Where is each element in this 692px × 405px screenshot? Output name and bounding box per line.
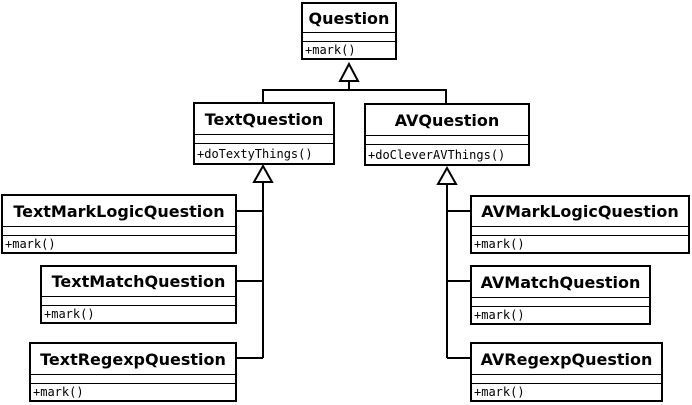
- class-name: AVRegexpQuestion: [480, 349, 653, 369]
- class-name: TextMarkLogicQuestion: [13, 201, 225, 221]
- method: +mark(): [5, 237, 56, 251]
- method: +mark(): [474, 308, 525, 322]
- class-name: TextRegexpQuestion: [40, 349, 226, 369]
- class-text-regexp-question: TextRegexpQuestion +mark(): [29, 342, 237, 402]
- attributes-compartment: [3, 226, 235, 236]
- attributes-compartment: [472, 226, 688, 236]
- edge-textquestion-question: [262, 89, 349, 103]
- class-name: TextQuestion: [204, 109, 324, 129]
- method: +mark(): [305, 43, 356, 57]
- class-av-regexp-question: AVRegexpQuestion +mark(): [470, 342, 663, 402]
- method: +mark(): [474, 385, 525, 399]
- class-av-match-question: AVMatchQuestion +mark(): [470, 265, 651, 325]
- attributes-compartment: [366, 135, 528, 145]
- class-text-match-question: TextMatchQuestion +mark(): [40, 265, 237, 324]
- class-name: Question: [308, 8, 390, 28]
- class-name: AVQuestion: [394, 110, 500, 130]
- attributes-compartment: [31, 374, 235, 384]
- class-name: TextMatchQuestion: [51, 272, 226, 291]
- method: +mark(): [44, 307, 95, 321]
- class-av-mark-logic-question: AVMarkLogicQuestion +mark(): [470, 195, 690, 254]
- attributes-compartment: [472, 374, 661, 384]
- edge-avquestion-question: [349, 89, 447, 104]
- attributes-compartment: [472, 297, 649, 307]
- method: +doCleverAVThings(): [368, 147, 506, 162]
- attributes-compartment: [42, 296, 235, 306]
- class-text-question: TextQuestion +doTextyThings(): [193, 102, 335, 165]
- class-name: AVMarkLogicQuestion: [481, 202, 679, 221]
- method: +mark(): [474, 237, 525, 251]
- method: +doTextyThings(): [197, 146, 313, 161]
- attributes-compartment: [303, 32, 395, 42]
- class-text-mark-logic-question: TextMarkLogicQuestion +mark(): [1, 194, 237, 254]
- inheritance-arrowhead-textquestion: [252, 163, 274, 183]
- inheritance-arrowhead-question: [338, 61, 360, 82]
- class-av-question: AVQuestion +doCleverAVThings(): [364, 103, 530, 166]
- method: +mark(): [33, 385, 84, 399]
- attributes-compartment: [195, 134, 333, 144]
- class-name: AVMatchQuestion: [480, 272, 641, 292]
- class-question: Question +mark(): [301, 2, 397, 60]
- inheritance-arrowhead-avquestion: [436, 165, 458, 185]
